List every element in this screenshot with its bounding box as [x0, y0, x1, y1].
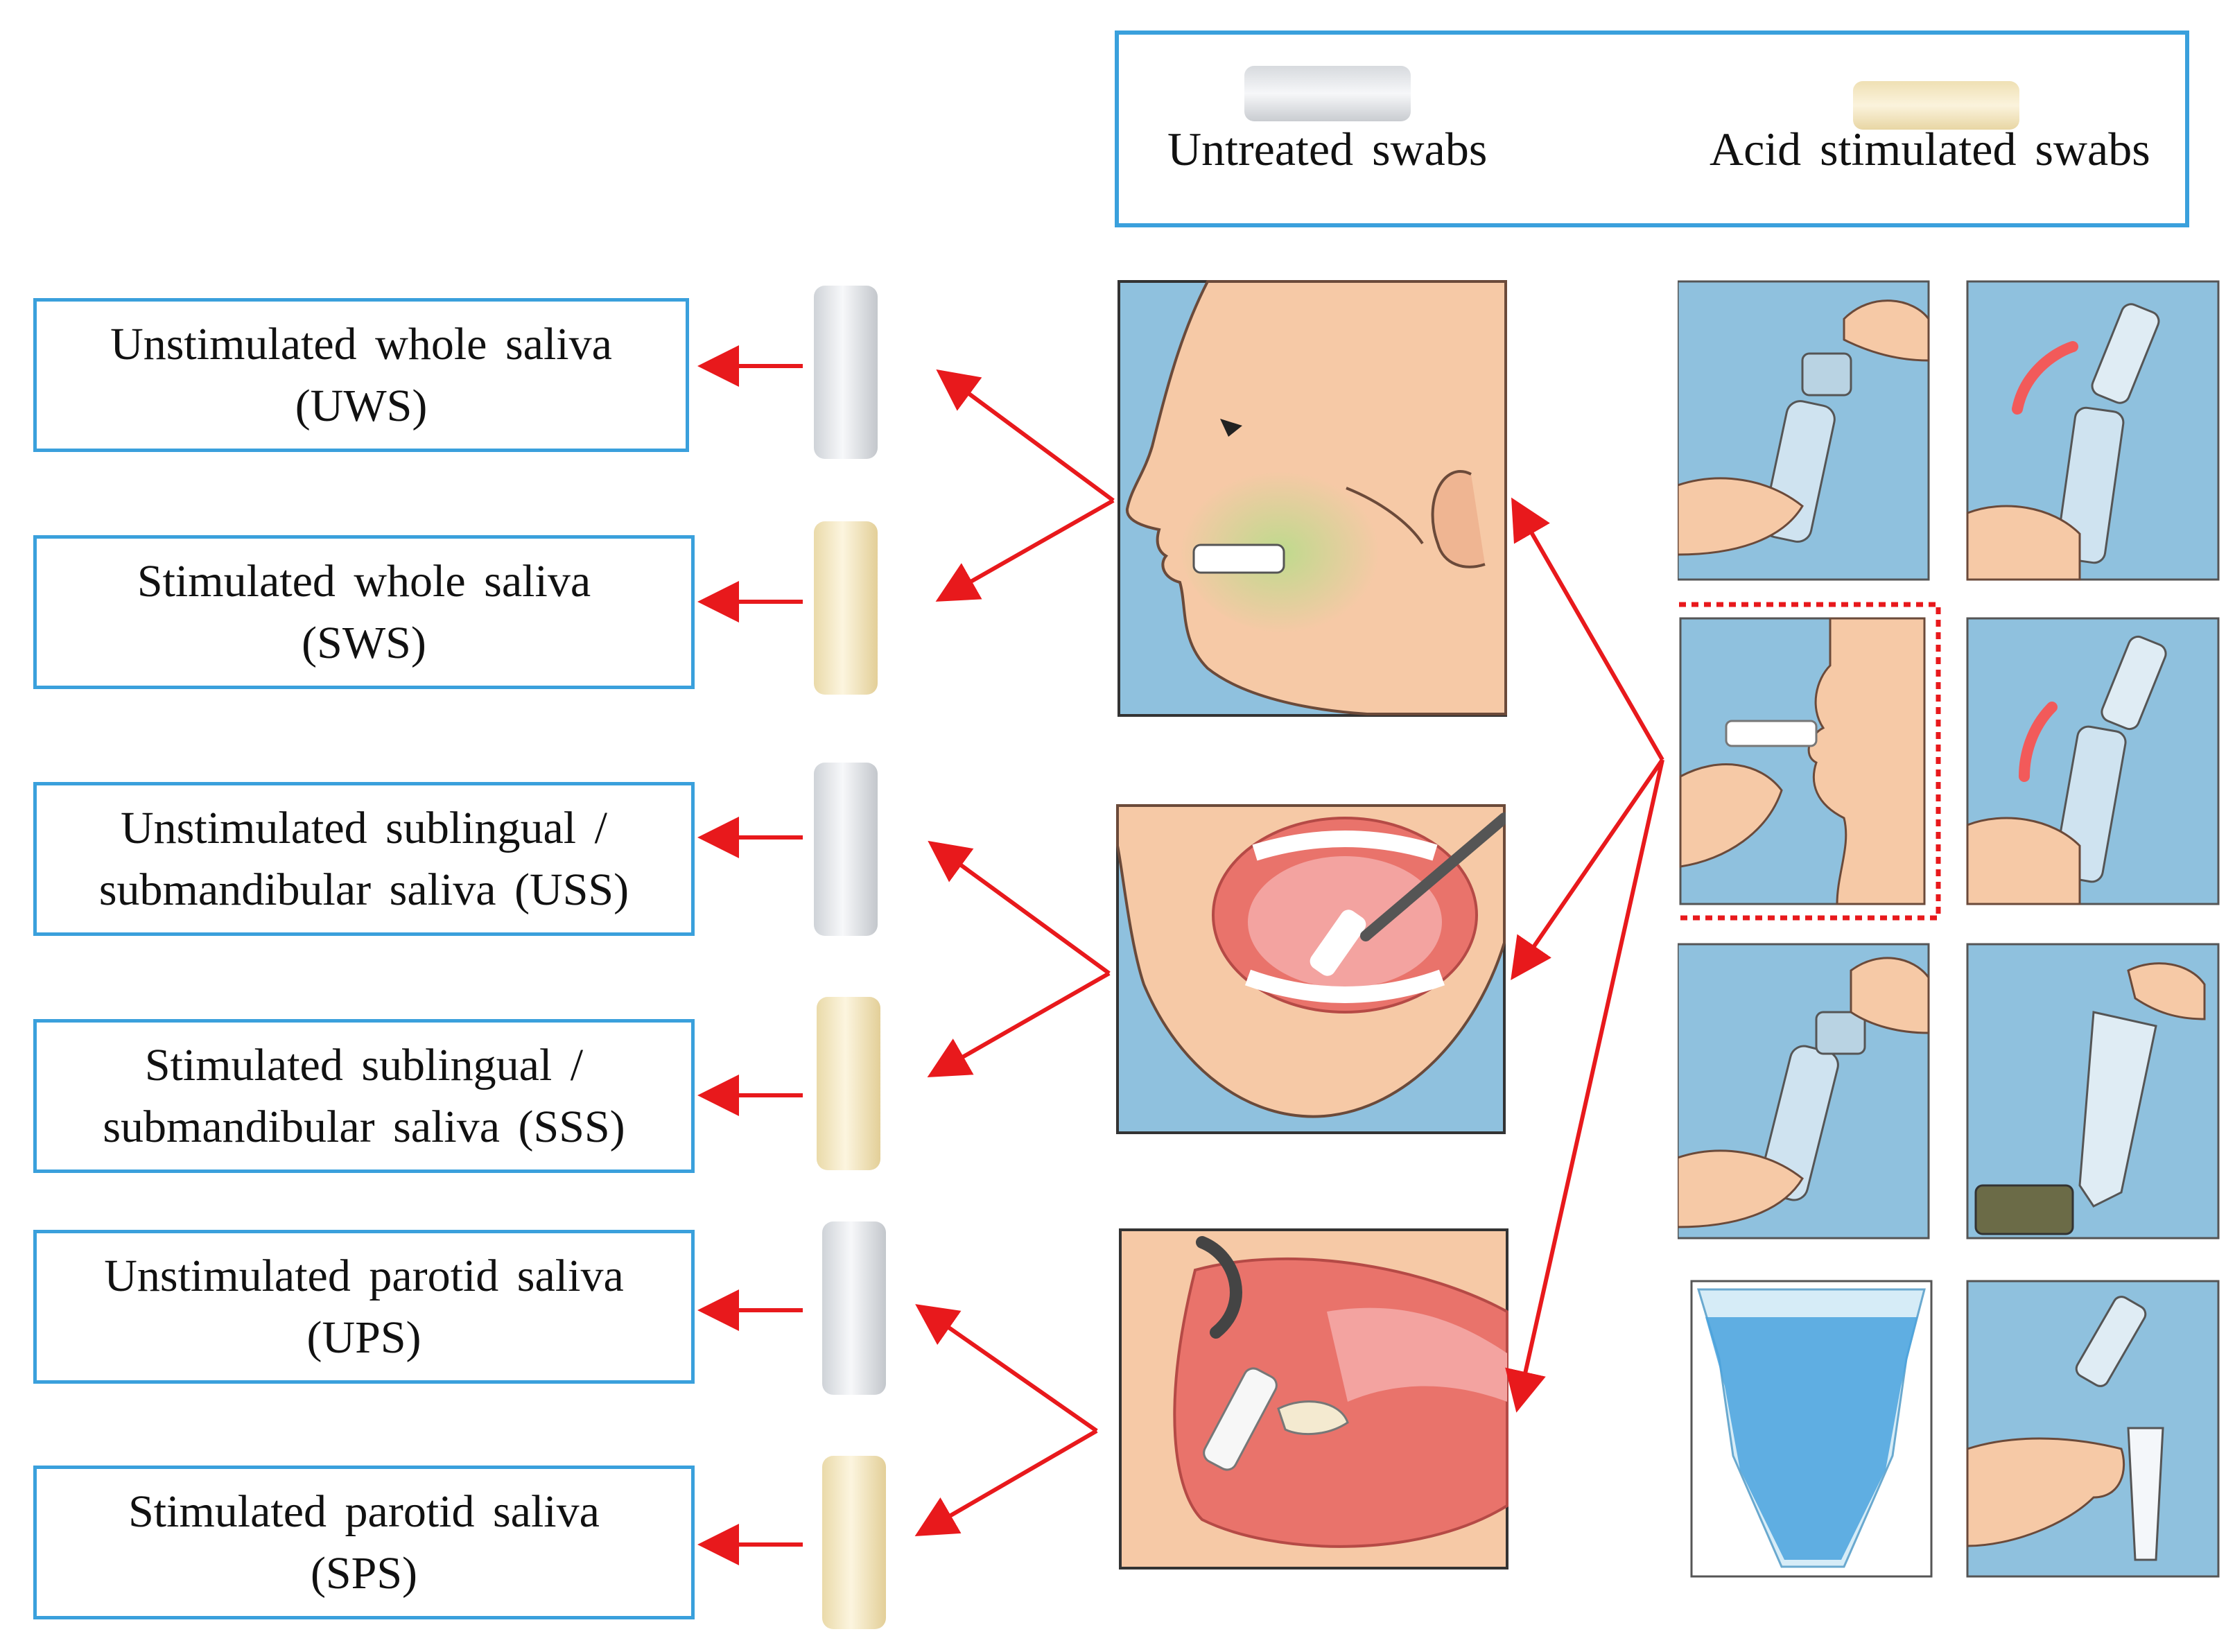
swab-in-cheek-icon	[1203, 1367, 1278, 1471]
swab-uss-icon	[814, 763, 878, 936]
salivette-tube-icon	[2078, 1011, 2157, 1208]
parotid-panel	[1119, 1228, 1508, 1570]
retractor-icon	[1196, 1236, 1242, 1339]
face-profile-panel	[1118, 280, 1507, 717]
procedure-grid	[1678, 280, 2220, 1578]
forceps-icon	[1360, 812, 1506, 941]
sublingual-panel	[1116, 804, 1506, 1134]
label-sws-line2: (SWS)	[302, 618, 426, 668]
arrow-parotid-to-ups-swab	[915, 1304, 1098, 1433]
arrow-face-to-sws-swab	[935, 498, 1115, 602]
legend-acid-swab-icon	[1853, 81, 2019, 130]
label-box-uws: Unstimulated whole saliva (UWS)	[33, 298, 689, 452]
arrow-parotid-to-sps-swab	[914, 1429, 1098, 1537]
label-sps-line2: (SPS)	[310, 1548, 418, 1599]
label-sss-line2: submandibular saliva (SSS)	[103, 1102, 625, 1152]
label-sps-line1: Stimulated parotid saliva	[128, 1486, 600, 1537]
swab-uws-icon	[814, 286, 878, 459]
legend-untreated-label: Untreated swabs	[1167, 123, 1488, 175]
swab-sss-icon	[817, 997, 880, 1170]
label-uws-line2: (UWS)	[295, 381, 428, 431]
highlight-dotted-frame	[1678, 602, 1941, 921]
legend-untreated-swab-icon	[1244, 66, 1411, 121]
label-ups-line1: Unstimulated parotid saliva	[104, 1250, 624, 1301]
teeth-illustration	[1192, 544, 1285, 574]
legend-acid-label: Acid stimulated swabs	[1710, 123, 2150, 175]
label-ups-line2: (UPS)	[306, 1312, 421, 1363]
label-box-sss: Stimulated sublingual / submandibular sa…	[33, 1019, 695, 1173]
hand-icon	[1678, 477, 1804, 556]
arrow-procedure-to-face	[1511, 497, 1664, 761]
swab-sps-icon	[822, 1456, 886, 1629]
ear-illustration	[1431, 470, 1486, 568]
label-sws-line1: Stimulated whole saliva	[137, 555, 591, 607]
eye-illustration	[1220, 419, 1242, 437]
label-box-sps: Stimulated parotid saliva (SPS)	[33, 1466, 695, 1619]
label-box-uss: Unstimulated sublingual / submandibular …	[33, 782, 695, 936]
swabs-column	[814, 286, 886, 1629]
arrow-procedure-to-mouth	[1511, 758, 1664, 980]
label-uss-line1: Unstimulated sublingual /	[121, 802, 607, 853]
arrow-face-to-uws-swab	[936, 369, 1115, 503]
label-box-sws: Stimulated whole saliva (SWS)	[33, 535, 695, 689]
label-uws-line1: Unstimulated whole saliva	[110, 318, 612, 369]
swab-sws-icon	[814, 521, 878, 695]
swab-in-mouth-icon	[1310, 910, 1366, 976]
swab-ups-icon	[822, 1221, 886, 1395]
label-sss-line1: Stimulated sublingual /	[144, 1039, 584, 1090]
label-uss-line2: submandibular saliva (USS)	[98, 864, 629, 915]
arrow-procedure-to-parotid	[1505, 759, 1664, 1413]
arrow-mouth-to-uss-swab	[928, 840, 1111, 975]
label-box-ups: Unstimulated parotid saliva (UPS)	[33, 1230, 695, 1384]
arrow-mouth-to-sss-swab	[927, 971, 1111, 1077]
